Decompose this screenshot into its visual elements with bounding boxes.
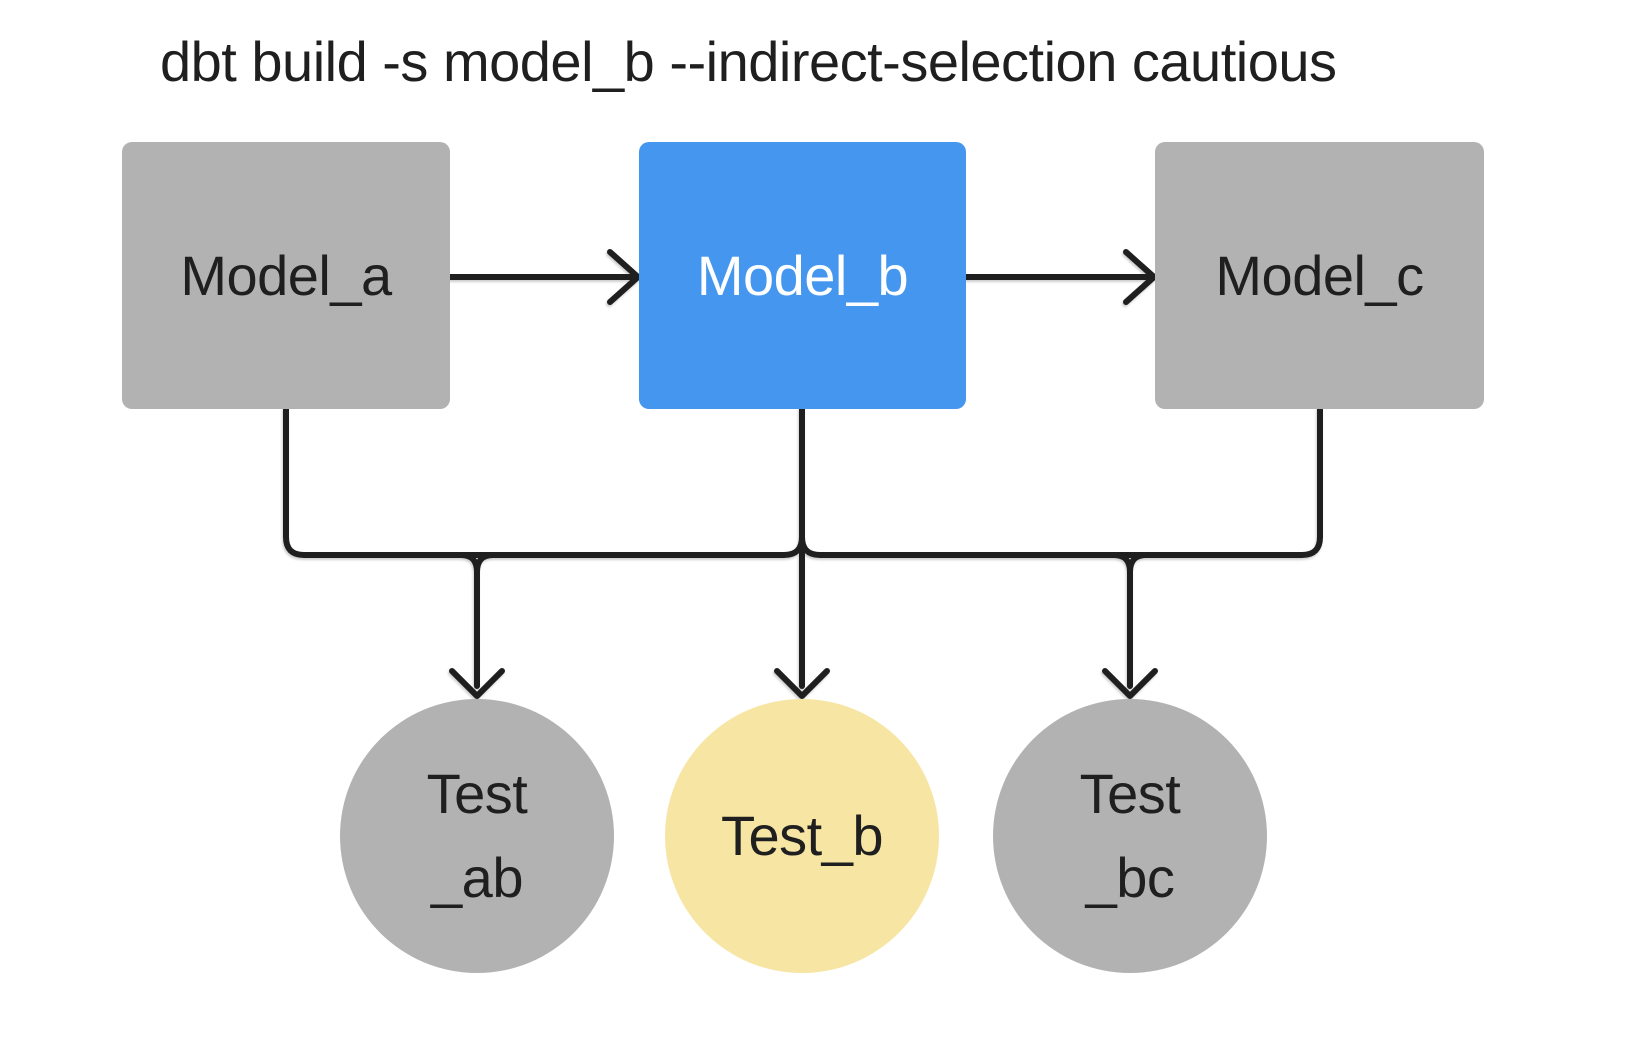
edge-bus-to-test-bc [1111, 552, 1149, 689]
test-bc-label-line2: _bc [1085, 846, 1175, 909]
model-c-node: Model_c [1155, 142, 1484, 409]
model-a-node: Model_a [122, 142, 450, 409]
test-ab-label-line1: Test [426, 762, 528, 825]
model-b-node: Model_b [639, 142, 966, 409]
test-b-node: Test_b [665, 699, 939, 973]
edge-bus-model-a-model-b [283, 406, 805, 558]
model-c-label: Model_c [1215, 244, 1424, 307]
edge-bus-model-b-model-c [799, 406, 1323, 558]
arrowhead-into-model-c-icon [1123, 249, 1157, 305]
test-b-label: Test_b [721, 804, 884, 867]
arrowhead-into-test-ab-icon [449, 668, 505, 699]
model-b-label: Model_b [696, 244, 909, 307]
edge-bus-to-test-ab [458, 552, 496, 689]
test-ab-node: Test _ab [340, 699, 614, 973]
test-ab-label-line2: _ab [431, 846, 523, 909]
diagram-title: dbt build -s model_b --indirect-selectio… [160, 30, 1337, 93]
model-a-label: Model_a [180, 244, 392, 307]
test-bc-label-line1: Test [1079, 762, 1181, 825]
arrowhead-into-model-b-icon [607, 249, 641, 305]
arrowhead-into-test-bc-icon [1102, 668, 1158, 699]
test-bc-node: Test _bc [993, 699, 1267, 973]
arrowhead-into-test-b-icon [774, 668, 830, 699]
